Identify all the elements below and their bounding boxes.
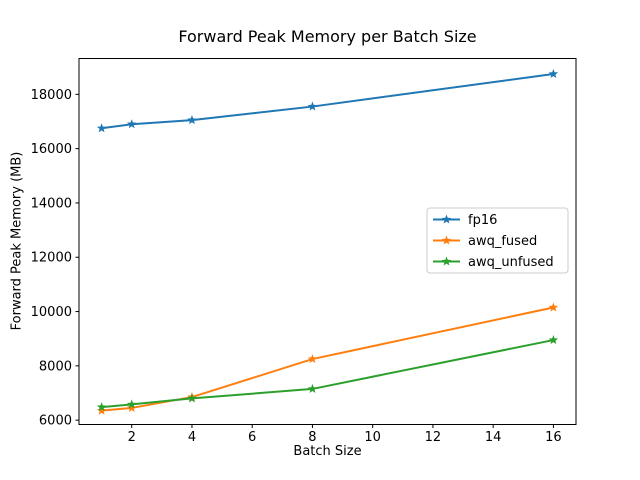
y-tick-label: 6000	[39, 414, 72, 429]
x-tick-label: 10	[364, 430, 381, 445]
series-marker-fp16	[96, 123, 107, 133]
series-marker-awq_fused	[126, 402, 137, 412]
x-tick-label: 8	[308, 430, 316, 445]
x-axis-label: Batch Size	[293, 444, 362, 459]
series-marker-fp16	[307, 101, 318, 111]
series-marker-awq_fused	[96, 405, 107, 415]
y-tick-label: 10000	[31, 305, 72, 320]
y-tick-label: 16000	[31, 142, 72, 157]
series-line-fp16	[101, 72, 554, 130]
x-tick-label: 12	[425, 430, 442, 445]
y-tick-label: 12000	[31, 251, 72, 266]
legend-marker-awq_fused	[441, 235, 452, 245]
legend-box	[426, 207, 569, 274]
legend-label-awq_unfused: awq_unfused	[468, 255, 554, 270]
series-line-awq_fused	[101, 306, 554, 412]
plot-border	[78, 58, 577, 425]
series-marker-fp16	[187, 115, 197, 125]
legend-marker-fp16	[441, 214, 452, 224]
legend-label-fp16: fp16	[468, 213, 497, 228]
series-marker-awq_fused	[307, 354, 318, 364]
x-tick-label: 2	[128, 430, 136, 445]
series-marker-awq_unfused	[96, 402, 107, 412]
series-line-awq_unfused	[101, 339, 554, 409]
series-marker-awq_unfused	[126, 399, 137, 409]
x-tick-label: 6	[248, 430, 256, 445]
series-marker-awq_unfused	[187, 393, 197, 403]
y-tick-label: 8000	[39, 359, 72, 374]
x-tick-label: 14	[485, 430, 502, 445]
x-tick-label: 16	[545, 430, 562, 445]
y-tick-label: 18000	[31, 88, 72, 103]
series-marker-awq_unfused	[548, 335, 559, 345]
series-marker-fp16	[126, 119, 137, 129]
y-tick-label: 14000	[31, 196, 72, 211]
legend-label-awq_fused: awq_fused	[468, 234, 537, 249]
legend-marker-awq_unfused	[441, 256, 452, 266]
chart-title: Forward Peak Memory per Batch Size	[178, 27, 477, 46]
x-tick-label: 4	[188, 430, 196, 445]
series-marker-awq_fused	[548, 302, 559, 312]
series-marker-awq_unfused	[307, 383, 318, 393]
series-marker-fp16	[548, 68, 559, 79]
